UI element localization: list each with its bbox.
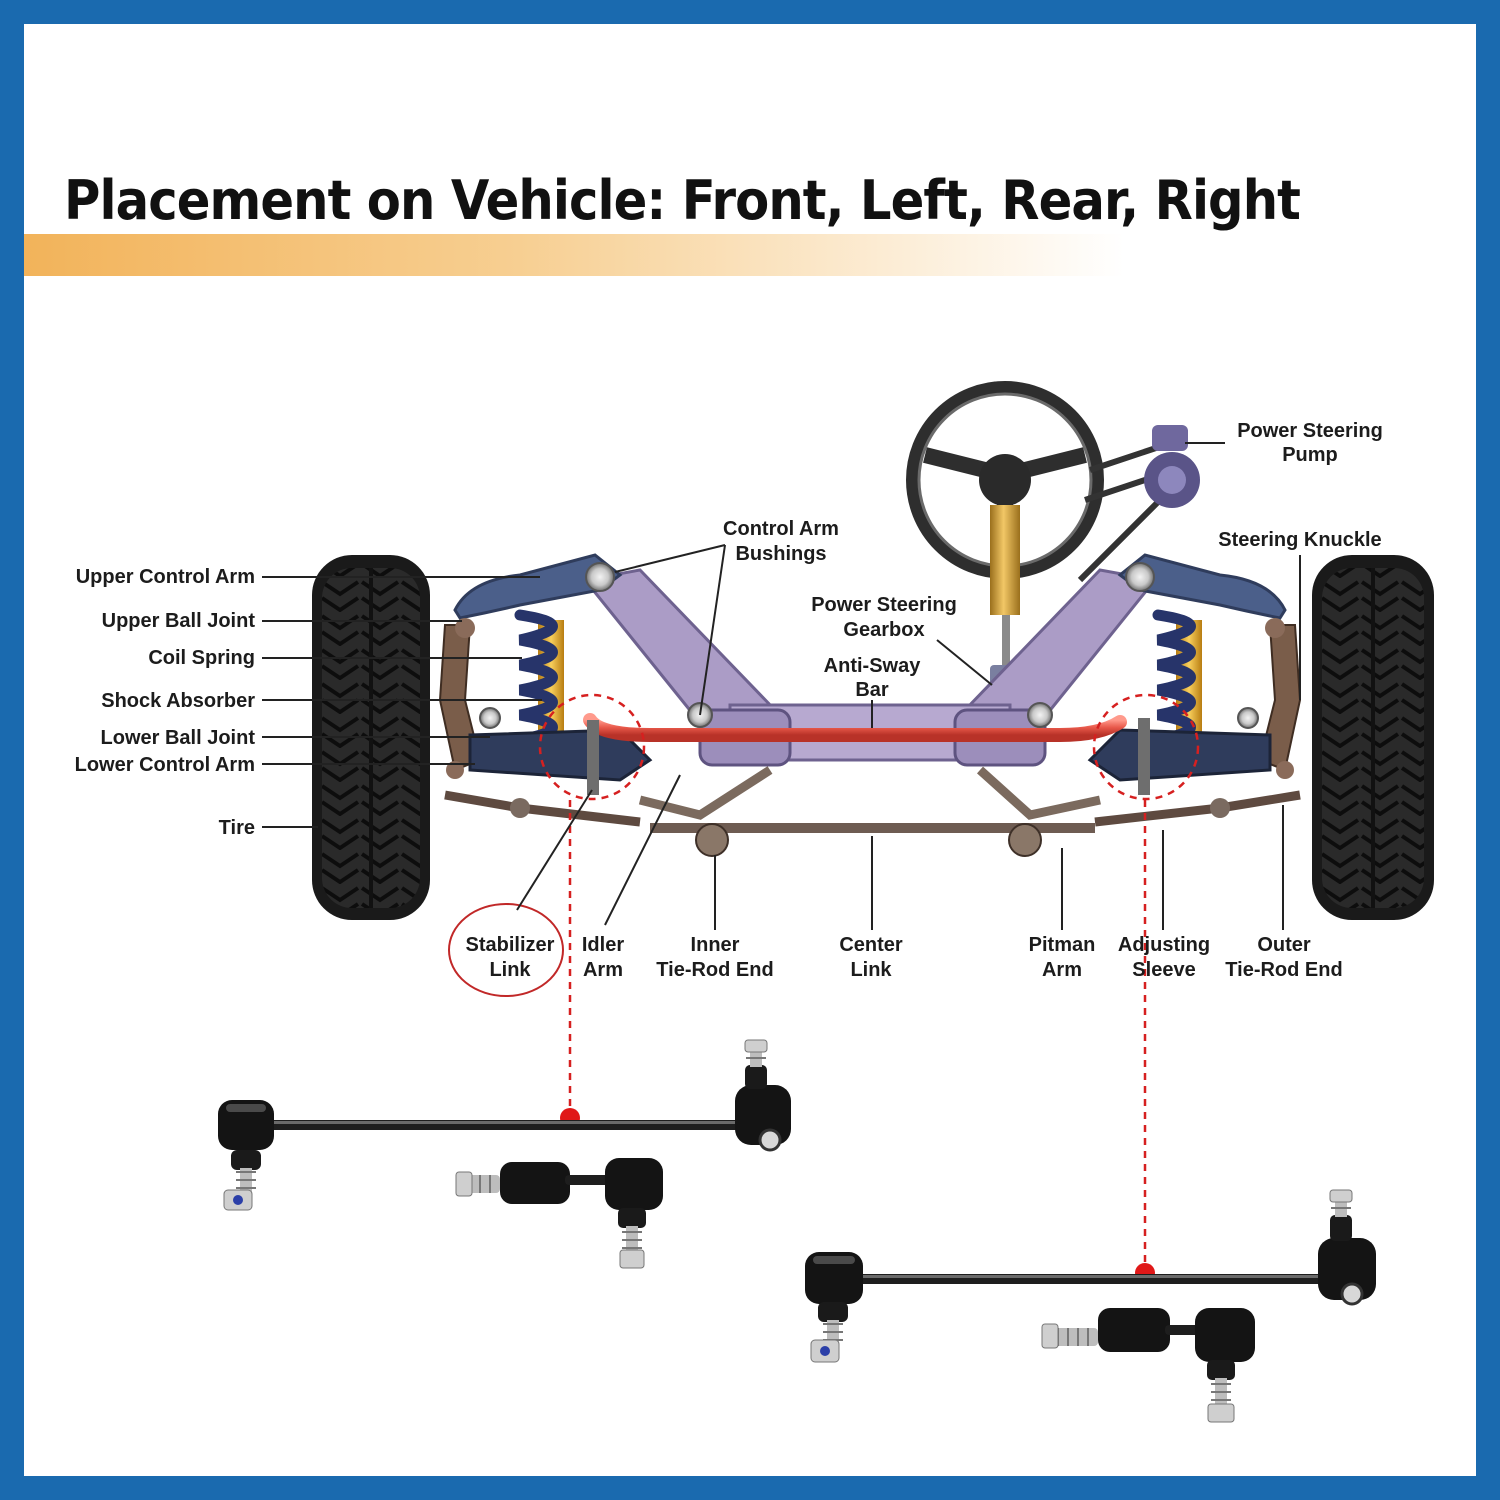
steering-linkage xyxy=(444,766,1301,857)
label-coil-spring: Coil Spring xyxy=(148,647,255,669)
right-upper-control-arm xyxy=(1117,553,1287,620)
label-adjusting-sleeve-2: Sleeve xyxy=(1132,959,1195,981)
left-upper-control-arm xyxy=(453,553,623,620)
label-outer-tie-rod-end-2: Tie-Rod End xyxy=(1225,959,1342,981)
label-idler-arm-2: Arm xyxy=(583,959,623,981)
power-steering-pump-icon xyxy=(1077,425,1200,583)
label-center-link-2: Link xyxy=(850,959,892,981)
label-power-steering-gearbox-1: Power Steering xyxy=(811,594,957,616)
page-title: Placement on Vehicle: Front, Left, Rear,… xyxy=(64,169,1301,232)
leader-lines xyxy=(262,442,1301,930)
label-lower-control-arm: Lower Control Arm xyxy=(75,754,255,776)
label-power-steering-pump-1: Power Steering xyxy=(1237,420,1383,442)
stabilizer-link-short-icon-2 xyxy=(1041,1308,1255,1423)
label-upper-control-arm: Upper Control Arm xyxy=(76,566,255,588)
label-outer-tie-rod-end-1: Outer xyxy=(1257,934,1311,956)
label-stabilizer-link-1: Stabilizer xyxy=(466,934,555,956)
stabilizer-link-label-circle xyxy=(448,903,564,997)
stabilizer-link-icon-2 xyxy=(805,1189,1376,1363)
stabilizer-link-icon xyxy=(218,1039,791,1211)
label-lower-ball-joint: Lower Ball Joint xyxy=(101,727,256,749)
bushings xyxy=(446,618,1294,779)
label-pitman-arm-2: Arm xyxy=(1042,959,1082,981)
label-idler-arm-1: Idler xyxy=(582,934,624,956)
label-control-arm-bushings-1: Control Arm xyxy=(723,518,839,540)
label-control-arm-bushings-2: Bushings xyxy=(735,543,826,565)
label-power-steering-pump-2: Pump xyxy=(1282,444,1338,466)
label-shock-absorber: Shock Absorber xyxy=(101,690,255,712)
label-inner-tie-rod-end-2: Tie-Rod End xyxy=(656,959,773,981)
part-labels: Upper Control Arm Upper Ball Joint Coil … xyxy=(75,420,1383,981)
left-coil-spring xyxy=(514,609,558,746)
label-adjusting-sleeve-1: Adjusting xyxy=(1118,934,1210,956)
stabilizer-link-short-icon xyxy=(455,1158,663,1269)
label-anti-sway-bar-1: Anti-Sway xyxy=(824,655,922,677)
label-anti-sway-bar-2: Bar xyxy=(855,679,889,701)
anti-sway-bar xyxy=(583,713,1127,742)
right-tire xyxy=(1312,555,1434,920)
label-stabilizer-link-2: Link xyxy=(489,959,531,981)
label-steering-knuckle: Steering Knuckle xyxy=(1218,529,1381,551)
product-frame: Placement on Vehicle: Front, Left, Rear,… xyxy=(24,24,1476,1476)
label-upper-ball-joint: Upper Ball Joint xyxy=(102,610,256,632)
left-link-highlight xyxy=(538,693,646,801)
stabilizer-link-installed xyxy=(587,718,1150,795)
label-tire: Tire xyxy=(219,817,255,839)
label-power-steering-gearbox-2: Gearbox xyxy=(843,619,924,641)
label-pitman-arm-1: Pitman xyxy=(1029,934,1096,956)
right-lower-control-arm xyxy=(1087,728,1272,782)
label-inner-tie-rod-end-1: Inner xyxy=(691,934,740,956)
right-link-highlight xyxy=(1092,693,1200,801)
title-highlight-band xyxy=(24,234,1124,276)
right-coil-spring xyxy=(1152,609,1196,746)
suspension-diagram: Upper Control Arm Upper Ball Joint Coil … xyxy=(75,381,1434,1423)
label-center-link-1: Center xyxy=(839,934,903,956)
